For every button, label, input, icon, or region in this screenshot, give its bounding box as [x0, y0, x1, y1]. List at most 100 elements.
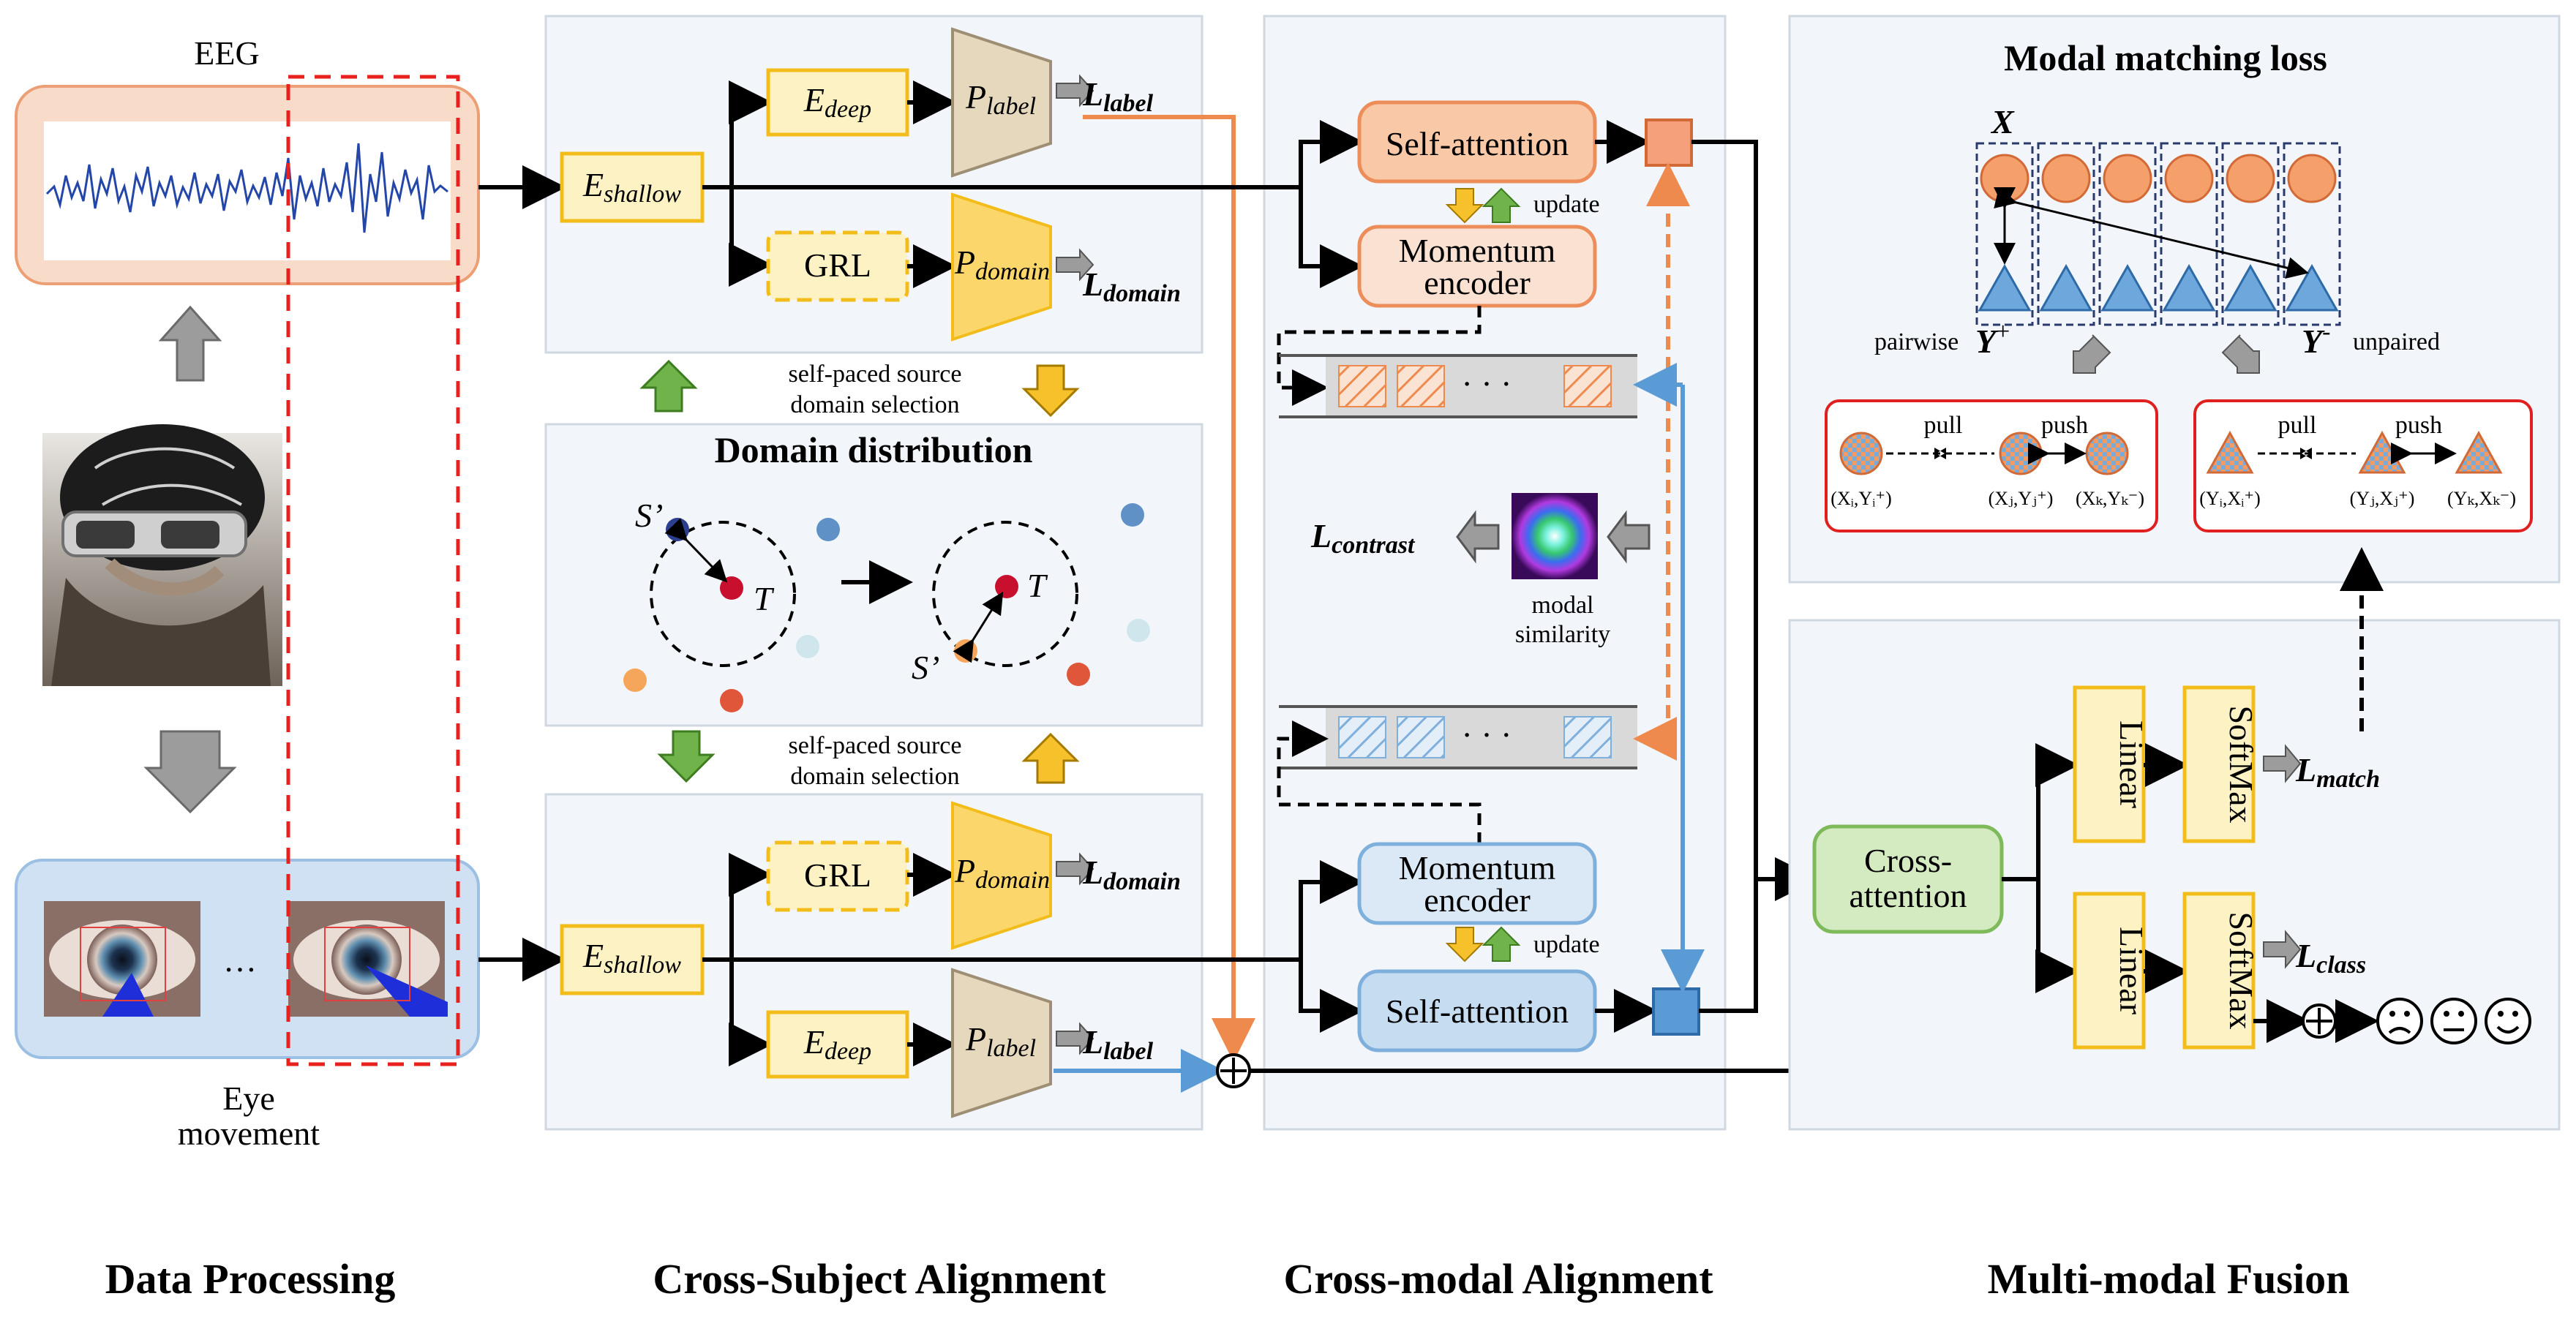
- softmax-bottom-label: SoftMax: [2223, 912, 2260, 1030]
- output-arrow-icon: [1056, 74, 1094, 108]
- pair-right-2: (Yⱼ,Xⱼ⁺): [2350, 488, 2415, 509]
- self-attention-eeg-label: Self-attention: [1386, 125, 1569, 162]
- momentum-eye-line1: Momentum: [1399, 849, 1556, 886]
- down-arrow-icon: [143, 730, 237, 814]
- l-label-eeg: Llabel: [1082, 75, 1154, 117]
- p-domain-eye: [951, 801, 1052, 950]
- e-shallow-eye-label: Eshallow: [582, 937, 681, 979]
- self-attention-eye-label: Self-attention: [1386, 993, 1569, 1030]
- push-left: push: [2041, 412, 2088, 439]
- section-titles: Data Processing Cross-Subject Alignment …: [105, 1255, 2350, 1303]
- x-label: X: [1990, 103, 2015, 140]
- pair-left-2: (Xⱼ,Yⱼ⁺): [1989, 488, 2054, 509]
- yellow-down-arrow-icon: [1021, 364, 1080, 418]
- neutral-face-icon: [2430, 998, 2477, 1044]
- title-fusion: Multi-modal Fusion: [1988, 1255, 2350, 1303]
- fusion-column: Modal matching loss X pairwise Y+: [1788, 15, 2561, 1131]
- eeg-label: EEG: [194, 34, 259, 72]
- output-arrow-icon: [1056, 852, 1094, 886]
- domain-distribution-title: Domain distribution: [715, 429, 1033, 470]
- matching-loss-title: Modal matching loss: [2004, 37, 2327, 78]
- eye-queue-ellipsis: · · ·: [1462, 716, 1512, 753]
- e-deep-eye: [766, 1010, 909, 1079]
- l-class: Lclass: [2295, 937, 2366, 979]
- update-top: update: [1533, 191, 1600, 218]
- e-deep-eeg-label: Edeep: [803, 81, 871, 123]
- l-domain-eeg: Ldomain: [1082, 266, 1181, 307]
- output-arrow-icon: [1056, 1022, 1094, 1055]
- e-shallow-eeg-label: Eshallow: [582, 166, 681, 208]
- pairwise-label: pairwise: [1874, 328, 1959, 355]
- title-cross-subject: Cross-Subject Alignment: [653, 1255, 1106, 1303]
- spsds-bottom-line2: domain selection: [790, 763, 959, 790]
- p-domain-eeg: [951, 192, 1052, 342]
- cross-attention-line1: Cross-: [1864, 842, 1952, 879]
- happy-face-icon: [2485, 998, 2531, 1044]
- s-prime-label-after: S’: [912, 649, 939, 686]
- p-label-eye-label: Plabel: [965, 1020, 1036, 1062]
- momentum-encoder-eye: [1357, 842, 1597, 925]
- x-to-y-group: [1825, 399, 2158, 532]
- momentum-eye-line2: encoder: [1424, 881, 1531, 919]
- l-domain-eye: Ldomain: [1082, 854, 1181, 895]
- l-label-eye: Llabel: [1082, 1023, 1154, 1065]
- spsds-top-line2: domain selection: [790, 391, 959, 418]
- eye-image-2: [288, 901, 448, 1017]
- push-right: push: [2395, 412, 2442, 439]
- l-match: Lmatch: [2295, 751, 2380, 793]
- up-arrow-icon: [158, 305, 222, 382]
- target-point-after: [995, 575, 1018, 598]
- unpaired-label: unpaired: [2353, 328, 2440, 355]
- spsds-top-line1: self-paced source: [789, 361, 962, 388]
- subject-photo: [42, 424, 282, 686]
- p-label-eeg-label: Plabel: [965, 78, 1036, 120]
- eeg-waveform: [45, 143, 448, 233]
- pair-right-3: (Yₖ,Xₖ⁻): [2447, 488, 2516, 509]
- y-minus-label: Y-: [2302, 318, 2330, 360]
- cross-subject-column: Eshallow Edeep Plabel Llabel GRL Pdomain…: [478, 15, 1255, 1131]
- eeg-feature-node: [1645, 118, 1693, 167]
- pull-left: pull: [1924, 412, 1963, 439]
- e-deep-eye-label: Edeep: [803, 1023, 871, 1065]
- eeg-queue-ellipsis: · · ·: [1462, 365, 1512, 402]
- pair-left-1: (Xᵢ,Yᵢ⁺): [1830, 488, 1892, 509]
- eye-ellipsis: …: [223, 941, 257, 979]
- eye-label-line1: Eye: [222, 1080, 275, 1117]
- t-label: T: [754, 580, 775, 617]
- grl-eeg-label: GRL: [804, 246, 871, 284]
- e-shallow-eeg: [560, 151, 705, 223]
- pull-right: pull: [2278, 412, 2317, 439]
- softmax-top: [2182, 685, 2256, 843]
- cross-attention-line2: attention: [1850, 877, 1967, 914]
- l-contrast: Lcontrast: [1310, 517, 1416, 559]
- linear-top: [2073, 685, 2146, 843]
- s-prime-label: S’: [635, 497, 663, 534]
- title-data-processing: Data Processing: [105, 1255, 396, 1303]
- t-label-after: T: [1027, 567, 1048, 604]
- data-processing-column: EEG …: [15, 34, 480, 1152]
- pair-right-1: (Yᵢ,Xᵢ⁺): [2199, 488, 2261, 509]
- p-label-eeg: [951, 27, 1052, 178]
- yellow-up-arrow-icon: [1021, 732, 1080, 784]
- p-label-eye: [951, 968, 1052, 1118]
- momentum-eeg-line2: encoder: [1424, 264, 1531, 301]
- time-window-box: [286, 75, 460, 1066]
- eye-image-1: [44, 901, 200, 1017]
- cross-modal-column: Self-attention update Momentum encoder ·…: [702, 15, 2341, 1131]
- output-arrow-icon: [1056, 248, 1094, 282]
- modal-similarity-map: [1512, 493, 1598, 579]
- spsds-bottom-line1: self-paced source: [789, 732, 962, 759]
- grl-eye-label: GRL: [804, 856, 871, 894]
- pair-left-3: (Xₖ,Yₖ⁻): [2076, 488, 2144, 509]
- update-bottom: update: [1533, 931, 1600, 958]
- momentum-eeg-line1: Momentum: [1399, 232, 1556, 269]
- sad-face-icon: [2376, 998, 2423, 1044]
- pair-columns: [1975, 142, 2341, 326]
- p-domain-eye-label: Pdomain: [954, 852, 1050, 894]
- eye-feature-node: [1652, 987, 1700, 1036]
- similarity-line1: modal: [1532, 592, 1594, 619]
- momentum-encoder-eeg: [1357, 225, 1597, 308]
- softmax-top-label: SoftMax: [2223, 706, 2260, 824]
- y-plus-label: Y+: [1975, 318, 2010, 360]
